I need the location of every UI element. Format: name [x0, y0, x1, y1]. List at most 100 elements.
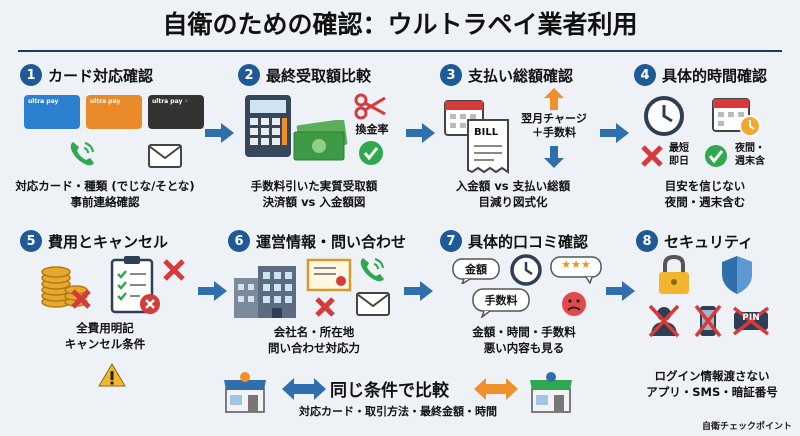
- rate-label: 換金率: [355, 123, 389, 136]
- step-number: 7: [440, 230, 462, 252]
- step-4-heading: 4 具体的時間確認: [634, 64, 767, 86]
- calendar-clock-icon: [712, 98, 761, 137]
- step-7-heading: 7 具体的口コミ確認: [440, 230, 588, 252]
- arrow-up-icon: [544, 88, 564, 110]
- flow-arrow: [198, 281, 227, 301]
- compare-title: 同じ条件で比較: [330, 381, 449, 401]
- warning-icon: [98, 363, 126, 387]
- step-1-heading: 1 カード対応確認: [20, 64, 153, 86]
- pin-label: PIN: [742, 313, 760, 323]
- caption-line: キャンセル条件: [64, 337, 146, 351]
- card-brand: ultra pay ◦: [152, 98, 189, 105]
- caption-line: 対応カード・種類 (でじな/そとな): [15, 179, 195, 193]
- caption-line: 問い合わせ対応力: [268, 341, 360, 355]
- step-1-caption: 対応カード・種類 (でじな/そとな) 事前連絡確認: [10, 178, 200, 210]
- cross-icon: [163, 259, 185, 281]
- mail-icon: [356, 292, 390, 316]
- phone-icon: [70, 142, 94, 166]
- step-number: 2: [238, 64, 260, 86]
- check-icon: [705, 145, 727, 167]
- cross-icon: [71, 289, 91, 309]
- caption-line: 全費用明記: [76, 321, 134, 335]
- speech-bubble-icon: [472, 288, 530, 318]
- bubble-fee: 手数料: [484, 294, 518, 307]
- phone-icon: [360, 258, 384, 282]
- checklist-icon: [110, 256, 160, 314]
- step-number: 3: [440, 64, 462, 86]
- shortest-label: 最短 即日: [664, 142, 694, 168]
- step-6-caption: 会社名・所在地 問い合わせ対応力: [234, 324, 394, 356]
- step-title: 費用とキャンセル: [48, 232, 169, 251]
- phone-blocked-icon: [694, 304, 722, 338]
- caption-line: 悪い内容も見る: [483, 341, 565, 355]
- calculator-icon: [245, 95, 291, 157]
- step-3-caption: 入金額 vs 支払い総額 目減り図式化: [428, 178, 598, 210]
- step-number: 6: [228, 230, 250, 252]
- caption-line: 事前連絡確認: [70, 195, 140, 209]
- clock-icon: [644, 96, 684, 136]
- step-number: 1: [20, 64, 42, 86]
- caption-line: アプリ・SMS・暗証番号: [646, 385, 778, 399]
- cross-icon: [641, 145, 663, 167]
- page-title: 自衛のための確認：ウルトラペイ業者利用: [162, 10, 638, 39]
- label-line: 夜間・: [735, 143, 765, 154]
- footer-tag: 自衛チェックポイント: [701, 422, 792, 432]
- caption-line: 手数料引いた実質受取額: [250, 179, 378, 193]
- caption-line: 目安を信じない: [664, 179, 746, 193]
- card-brand: ultra pay: [28, 98, 59, 105]
- shop-icon: [224, 372, 266, 413]
- step-title: セキュリティ: [664, 232, 754, 251]
- charge-note: 翌月チャージ ＋手数料: [516, 112, 592, 140]
- note-line: ＋手数料: [532, 126, 576, 139]
- bill-label: BILL: [474, 127, 499, 138]
- arrow-down-icon: [544, 146, 564, 168]
- lock-icon: [659, 254, 689, 294]
- step-7-caption: 金額・時間・手数料 悪い内容も見る: [444, 324, 604, 356]
- cross-icon: [315, 297, 335, 317]
- card-brand: ultra pay: [90, 98, 121, 105]
- step-title: 具体的時間確認: [662, 66, 768, 85]
- rating-bubble-icon: [550, 256, 602, 284]
- bubble-amount: 金額: [465, 263, 487, 276]
- step-5-heading: 5 費用とキャンセル: [20, 230, 168, 252]
- step-title: 支払い総額確認: [468, 66, 574, 85]
- step-3-heading: 3 支払い総額確認: [440, 64, 573, 86]
- building-icon: [234, 266, 296, 318]
- card-icon-blue: ultra pay: [24, 95, 80, 129]
- double-arrow-icon: [282, 378, 326, 400]
- caption-line: 夜間・週末含む: [664, 195, 746, 209]
- step-title: 運営情報・問い合わせ: [256, 232, 407, 251]
- step-6-heading: 6 運営情報・問い合わせ: [228, 230, 406, 252]
- flow-arrow: [205, 123, 234, 143]
- certificate-icon: [306, 258, 352, 292]
- caption-line: ログイン情報渡さない: [654, 369, 770, 383]
- step-title: 具体的口コミ確認: [468, 232, 589, 251]
- caption-line: 決済額 vs 入金額図: [262, 195, 366, 209]
- note-line: 翌月チャージ: [521, 112, 587, 125]
- flow-arrow: [406, 123, 435, 143]
- flow-arrow: [606, 281, 635, 301]
- night-label: 夜間・ 週末含: [728, 142, 772, 168]
- step-2-heading: 2 最終受取額比較: [238, 64, 371, 86]
- compare-subtitle: 対応カード・取引方法・最終金額・時間: [299, 405, 497, 418]
- step-title: カード対応確認: [48, 66, 154, 85]
- title-divider: [18, 50, 782, 52]
- pin-blocked-icon: [732, 306, 770, 336]
- card-icon-orange: ultra pay: [86, 95, 142, 129]
- caption-line: 会社名・所在地: [273, 325, 355, 339]
- clock-icon: [510, 254, 542, 286]
- step-number: 5: [20, 230, 42, 252]
- step-5-caption: 全費用明記 キャンセル条件: [20, 320, 190, 352]
- caption-line: 金額・時間・手数料: [472, 325, 576, 339]
- step-4-caption: 目安を信じない 夜間・週末含む: [630, 178, 780, 210]
- step-number: 4: [634, 64, 656, 86]
- step-8-heading: 8 セキュリティ: [636, 230, 753, 252]
- scissors-icon: [354, 93, 386, 120]
- mail-icon: [148, 144, 182, 168]
- label-line: 最短: [669, 143, 689, 154]
- label-line: 週末含: [735, 156, 765, 167]
- shop-icon: [530, 372, 572, 413]
- speech-bubble-icon: [452, 258, 500, 284]
- card-icon-black: ultra pay ◦: [148, 95, 204, 129]
- step-number: 8: [636, 230, 658, 252]
